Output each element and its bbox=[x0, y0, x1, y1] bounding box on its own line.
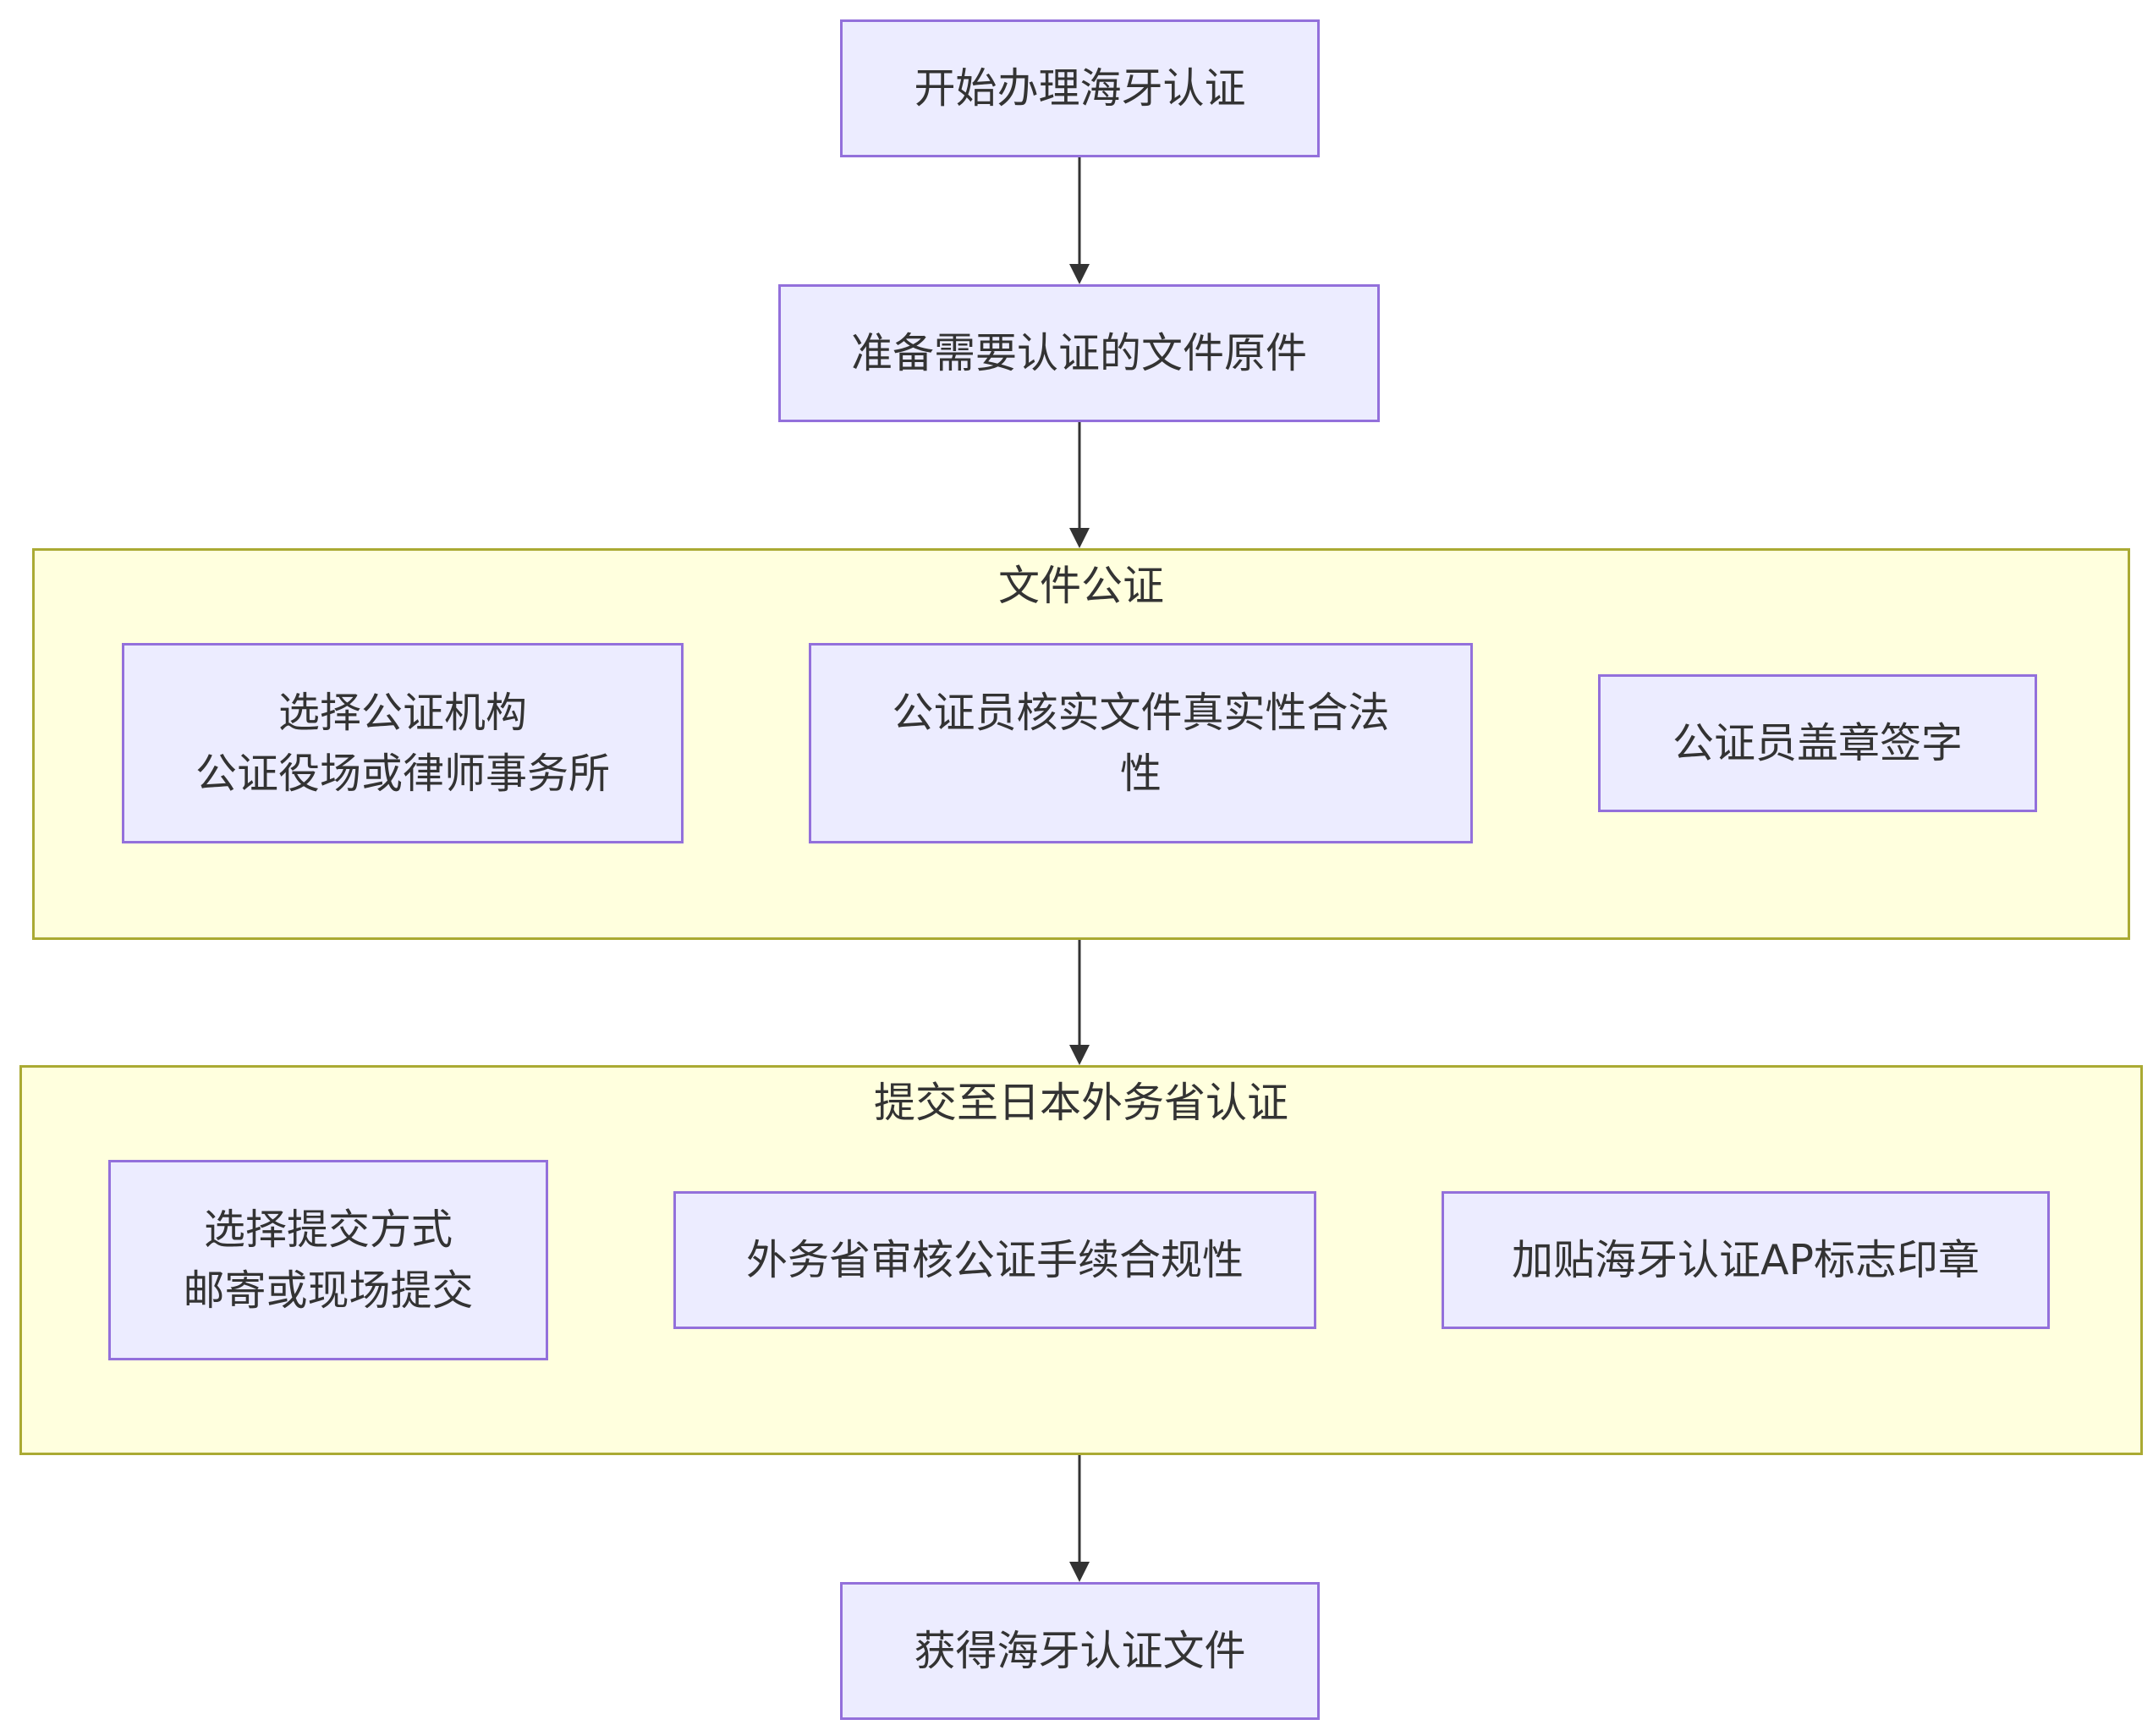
edge-arrowhead-icon bbox=[1069, 528, 1090, 548]
node-choose-submit: 选择提交方式 邮寄或现场提交 bbox=[108, 1160, 548, 1360]
edge-arrowhead-icon bbox=[1069, 1045, 1090, 1065]
edge-start-to-prepare bbox=[1069, 157, 1090, 284]
node-start: 开始办理海牙认证 bbox=[840, 19, 1320, 157]
cluster-notarization-title: 文件公证 bbox=[997, 562, 1164, 610]
node-prepare: 准备需要认证的文件原件 bbox=[778, 284, 1380, 422]
edge-prepare-to-notarization bbox=[1069, 422, 1090, 548]
node-mofa-review: 外务省审核公证手续合规性 bbox=[673, 1191, 1316, 1329]
node-notary-sign: 公证员盖章签字 bbox=[1598, 674, 2037, 812]
cluster-mofa-title: 提交至日本外务省认证 bbox=[873, 1079, 1288, 1127]
node-ap-stamp: 加贴海牙认证AP标志印章 bbox=[1442, 1191, 2050, 1329]
node-choose-notary: 选择公证机构 公证役场或律师事务所 bbox=[122, 643, 684, 843]
edge-notarization-to-mofa bbox=[1069, 940, 1090, 1065]
edge-arrowhead-icon bbox=[1069, 264, 1090, 284]
node-notary-verify: 公证员核实文件真实性合法 性 bbox=[809, 643, 1473, 843]
edge-arrowhead-icon bbox=[1069, 1562, 1090, 1582]
node-obtain: 获得海牙认证文件 bbox=[840, 1582, 1320, 1720]
edge-mofa-to-obtain bbox=[1069, 1455, 1090, 1582]
